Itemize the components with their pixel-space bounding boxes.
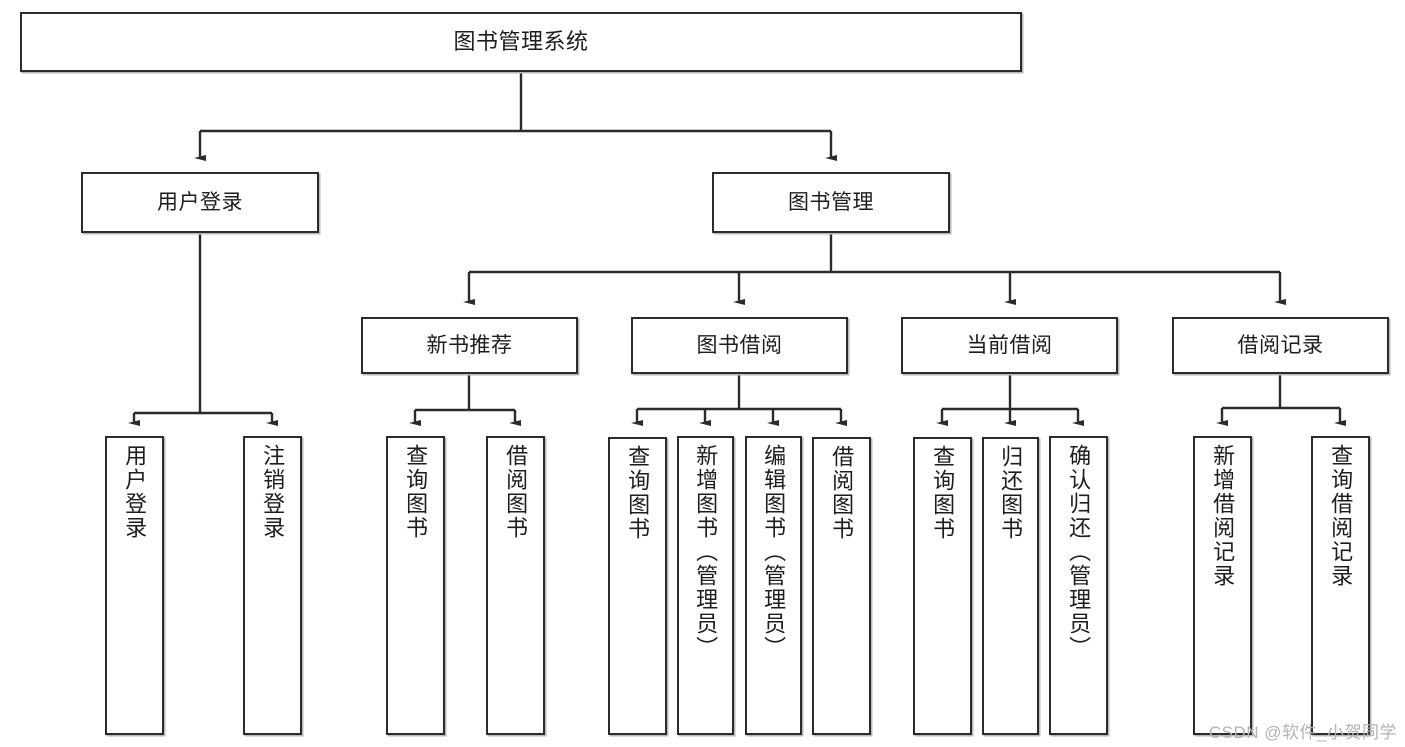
node-label: 新书推荐	[426, 333, 513, 357]
leaf-user-login-login[interactable]: 用户登录	[105, 436, 164, 735]
node-book-management[interactable]: 图书管理	[712, 172, 950, 233]
node-label: 归还图书	[998, 445, 1024, 541]
leaf-current-borrow-return[interactable]: 归还图书	[982, 437, 1039, 735]
node-label: 查询图书	[625, 445, 651, 541]
leaf-user-login-logout[interactable]: 注销登录	[243, 436, 302, 735]
node-label: 新增借阅记录	[1210, 444, 1236, 588]
node-user-login[interactable]: 用户登录	[81, 172, 319, 233]
leaf-book-borrow-add[interactable]: 新增图书（管理员）	[677, 436, 734, 735]
node-label: 用户登录	[122, 444, 148, 540]
node-book-borrow[interactable]: 图书借阅	[631, 317, 848, 374]
node-label: 确认归还（管理员）	[1066, 444, 1092, 660]
leaf-book-borrow-borrow[interactable]: 借阅图书	[812, 437, 871, 735]
leaf-new-book-query[interactable]: 查询图书	[386, 436, 445, 735]
node-borrow-record[interactable]: 借阅记录	[1172, 317, 1389, 374]
node-current-borrow[interactable]: 当前借阅	[901, 317, 1118, 374]
node-label: 注销登录	[260, 444, 286, 540]
node-label: 借阅记录	[1237, 333, 1324, 357]
node-label: 图书管理系统	[453, 28, 589, 54]
leaf-borrow-record-add[interactable]: 新增借阅记录	[1193, 436, 1252, 735]
node-label: 查询图书	[403, 444, 429, 540]
leaf-current-borrow-query[interactable]: 查询图书	[913, 437, 972, 735]
node-label: 查询图书	[930, 445, 956, 541]
node-label: 图书借阅	[696, 333, 783, 357]
leaf-new-book-borrow[interactable]: 借阅图书	[486, 436, 545, 735]
csdn-watermark: CSDN @软件_小贺同学	[1208, 723, 1397, 742]
node-label: 用户登录	[157, 190, 243, 214]
leaf-borrow-record-query[interactable]: 查询借阅记录	[1311, 436, 1370, 735]
node-label: 借阅图书	[829, 445, 855, 541]
node-root-system[interactable]: 图书管理系统	[20, 12, 1022, 72]
node-label: 查询借阅记录	[1328, 444, 1354, 588]
node-label: 借阅图书	[503, 444, 529, 540]
leaf-current-borrow-confirm-return[interactable]: 确认归还（管理员）	[1049, 436, 1108, 735]
node-label: 当前借阅	[966, 333, 1053, 357]
node-new-book-recommend[interactable]: 新书推荐	[361, 317, 578, 374]
node-label: 编辑图书（管理员）	[761, 444, 787, 660]
leaf-book-borrow-edit[interactable]: 编辑图书（管理员）	[745, 436, 802, 735]
node-label: 图书管理	[788, 190, 874, 214]
leaf-book-borrow-query[interactable]: 查询图书	[608, 437, 667, 735]
node-label: 新增图书（管理员）	[693, 444, 719, 660]
